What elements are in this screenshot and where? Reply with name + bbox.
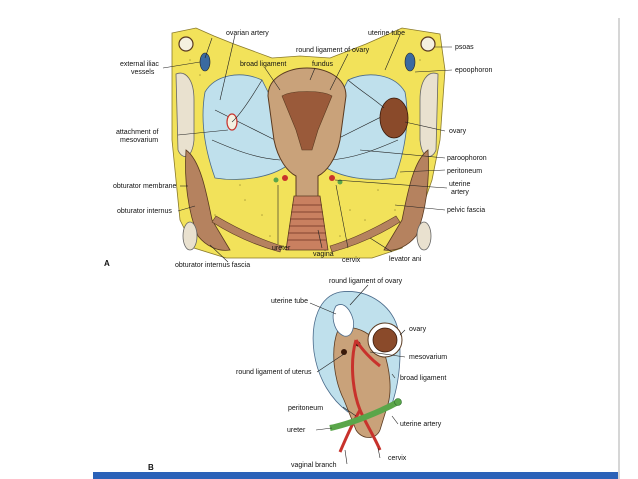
uterine-tube-b: [332, 304, 354, 337]
uterine-tube-right-line: [347, 79, 385, 109]
uterus-cavity: [281, 91, 333, 151]
levator-ani-left: [211, 215, 283, 253]
ovary-b-inner: [372, 327, 398, 353]
label-external-iliac-2: vessels: [131, 69, 155, 76]
label-epoophoron: epoophoron: [455, 67, 492, 74]
label-paroophoron: paroophoron: [447, 155, 487, 162]
label-peritoneum-b: peritoneum: [288, 405, 323, 412]
bone-right-lower: [416, 221, 432, 251]
label-obturator-internus-fascia: obturator internus fascia: [175, 262, 250, 269]
label-psoas: psoas: [455, 44, 474, 51]
label-round-ligament-of-ovary-a: round ligament of ovary: [296, 47, 370, 54]
uterine-tube-left-line: [231, 79, 263, 123]
obturator-internus-right: [383, 149, 429, 251]
label-attachment-mesovarium-1: attachment of: [116, 129, 158, 136]
label-ovary-a: ovary: [449, 128, 467, 135]
levator-ani-right: [329, 215, 401, 253]
label-ovarian-artery: ovarian artery: [226, 30, 269, 37]
label-round-ligament-of-ovary-b: round ligament of ovary: [329, 278, 403, 285]
label-uterine-artery-b: uterine artery: [400, 421, 442, 428]
uterine-artery-right: [329, 175, 335, 181]
psoas-right: [420, 36, 436, 52]
label-ureter-a: ureter: [272, 245, 291, 252]
bone-left-lower: [182, 221, 198, 251]
label-levator-ani: levator ani: [389, 256, 422, 263]
label-uterine-tube-b: uterine tube: [271, 298, 308, 305]
uterine-artery-left: [282, 175, 288, 181]
label-broad-ligament-b: broad ligament: [400, 375, 446, 382]
label-broad-ligament-a: broad ligament: [240, 61, 286, 68]
label-round-ligament-of-uterus: round ligament of uterus: [236, 369, 312, 376]
bone-left-upper: [175, 72, 195, 157]
label-obturator-internus: obturator internus: [117, 208, 172, 215]
external-iliac-left: [199, 52, 211, 72]
label-pelvic-fascia: pelvic fascia: [447, 207, 485, 214]
panel-label-a: A: [104, 259, 110, 268]
label-uterine-artery-a-1: uterine: [449, 181, 471, 188]
panel-label-b: B: [148, 463, 154, 472]
slide-right-border: [618, 18, 620, 479]
label-vagina: vagina: [313, 251, 334, 258]
slide-bottom-bar: [93, 472, 618, 479]
figure-b: round ligament of ovary uterine tube ova…: [148, 278, 447, 472]
uterine-artery-b: [338, 339, 382, 453]
label-uterine-tube-a: uterine tube: [368, 30, 405, 37]
ureter-right: [337, 179, 343, 185]
broad-ligament-left: [202, 74, 289, 180]
label-obturator-membrane: obturator membrane: [113, 183, 177, 190]
label-cervix-a: cervix: [342, 257, 361, 264]
ureter-left: [273, 177, 279, 183]
label-ovary-b: ovary: [409, 326, 427, 333]
round-ligament-uterus-dot: [341, 349, 347, 355]
label-ureter-b: ureter: [287, 427, 306, 434]
psoas-left: [178, 36, 194, 52]
ovary-a: [379, 97, 409, 139]
label-attachment-mesovarium-2: mesovarium: [120, 137, 158, 144]
vaginal-rugae: [288, 204, 326, 241]
label-peritoneum-a: peritoneum: [447, 168, 482, 175]
label-external-iliac-1: external iliac: [120, 61, 159, 68]
ureter-b: [329, 399, 400, 431]
label-fundus: fundus: [312, 61, 334, 68]
bone-right-upper: [419, 72, 439, 157]
label-uterine-artery-a-2: artery: [451, 189, 469, 196]
label-vaginal-branch: vaginal branch: [291, 462, 337, 469]
figure-a: ovarian artery uterine tube round ligame…: [104, 27, 492, 269]
vagina: [285, 195, 329, 251]
figure-a-leaders: [162, 34, 453, 263]
label-mesovarium: mesovarium: [409, 354, 447, 361]
ureter-b-end: [394, 398, 402, 406]
external-iliac-right: [404, 52, 416, 72]
label-cervix-b: cervix: [388, 455, 407, 462]
figure-b-leaders: [309, 284, 406, 465]
